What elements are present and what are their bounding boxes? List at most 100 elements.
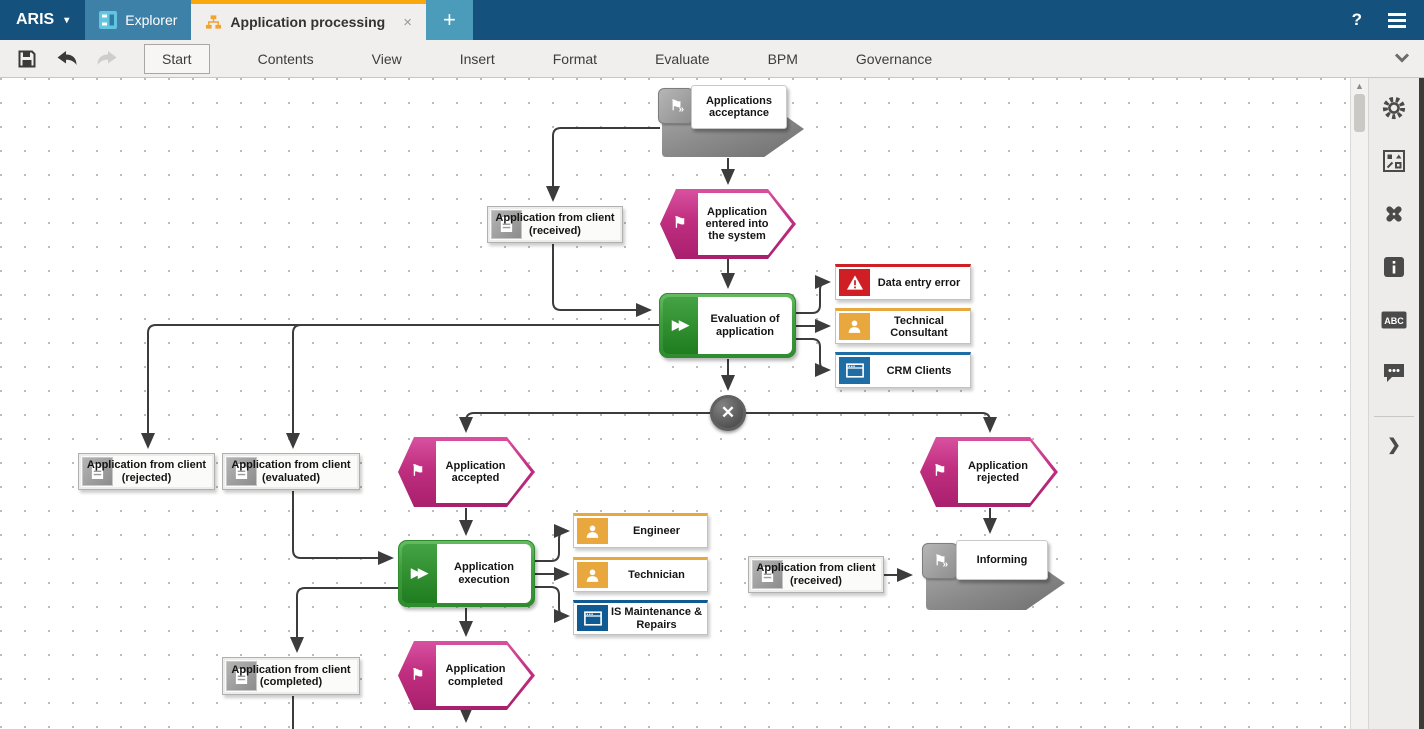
node-label: Data entry error — [877, 276, 961, 289]
node-label: Application from client (completed) — [231, 663, 351, 688]
node-label: Application from client (evaluated) — [231, 459, 351, 484]
node-document-application-from-client-rejected[interactable]: Application from client (rejected) — [78, 453, 215, 490]
document-icon — [82, 457, 113, 486]
node-event-application-rejected[interactable]: ⚑ Application rejected — [920, 437, 1058, 507]
node-document-application-from-client-completed[interactable]: Application from client (completed) — [222, 657, 360, 695]
hamburger-menu-icon[interactable] — [1388, 12, 1406, 28]
scrollbar-thumb[interactable] — [1354, 94, 1365, 132]
node-xor-connector[interactable]: ✕ — [710, 395, 746, 431]
flag-icon: ⚑ — [933, 462, 947, 480]
node-role-technician[interactable]: Technician — [573, 557, 708, 592]
node-label: Application from client (received) — [756, 562, 876, 587]
settings-icon[interactable] — [1376, 90, 1412, 126]
chevron-down-icon — [1394, 52, 1410, 63]
node-event-application-accepted[interactable]: ⚑ Application accepted — [398, 437, 535, 507]
flag-icon: ⚑ — [669, 97, 683, 114]
node-system-crm-clients[interactable]: CRM Clients — [835, 352, 971, 388]
menu-insert[interactable]: Insert — [459, 50, 495, 67]
save-button[interactable] — [14, 46, 40, 72]
flag-icon: ⚑ — [411, 462, 425, 480]
flag-icon: ⚑ — [411, 666, 425, 684]
help-button[interactable]: ? — [1351, 10, 1362, 29]
node-label: Application rejected — [958, 441, 1054, 503]
menu-evaluate[interactable]: Evaluate — [655, 50, 710, 67]
brand-label: ARIS — [16, 11, 55, 28]
document-icon — [491, 210, 522, 239]
chevron-down-icon: ▾ — [64, 14, 70, 26]
node-label: Applications acceptance — [691, 85, 787, 129]
spellcheck-icon[interactable]: ABC — [1376, 302, 1412, 338]
floppy-icon — [18, 50, 36, 67]
document-icon — [226, 661, 257, 691]
menu-bar: Start Contents View Insert Format Evalua… — [144, 43, 942, 74]
node-document-application-from-client-received[interactable]: Application from client (received) — [487, 206, 623, 243]
menu-bpm[interactable]: BPM — [767, 50, 798, 67]
menu-view[interactable]: View — [371, 50, 402, 67]
warning-icon — [839, 269, 870, 296]
function-icon: ▶▶ — [663, 297, 698, 354]
comments-icon[interactable] — [1376, 355, 1412, 391]
undo-button[interactable] — [54, 46, 80, 72]
header-bar: ARIS ▾ Explorer Application processing ×… — [0, 0, 1424, 40]
node-label: CRM Clients — [886, 364, 952, 377]
person-icon — [577, 562, 608, 588]
tab-application-processing[interactable]: Application processing × — [191, 0, 426, 40]
node-label: Technician — [628, 569, 685, 582]
header-actions: ? — [1352, 0, 1424, 40]
flag-icon: ⚑ — [933, 552, 947, 569]
org-chart-icon — [206, 15, 222, 29]
info-icon[interactable] — [1376, 249, 1412, 285]
menu-governance[interactable]: Governance — [855, 50, 933, 67]
symbols-icon[interactable] — [1376, 143, 1412, 179]
undo-icon — [57, 51, 77, 65]
tab-explorer[interactable]: Explorer — [85, 0, 192, 40]
node-process-interface-applications-acceptance[interactable]: ⚑» Applications acceptance — [658, 85, 805, 158]
aris-menu-button[interactable]: ARIS ▾ — [0, 0, 85, 40]
node-process-interface-informing[interactable]: ⚑» Informing — [920, 538, 1065, 610]
connector-layer — [141, 127, 997, 729]
vertical-scrollbar[interactable]: ▲ — [1350, 78, 1368, 729]
diagram-canvas[interactable]: ⚑» Applications acceptance Application f… — [0, 78, 1350, 729]
node-event-application-completed[interactable]: ⚑ Application completed — [398, 641, 535, 710]
node-event-application-entered[interactable]: ⚑ Application entered into the system — [660, 189, 796, 259]
explorer-icon — [99, 11, 118, 29]
node-role-technical-consultant[interactable]: Technical Consultant — [835, 308, 971, 344]
node-document-application-from-client-received-2[interactable]: Application from client (received) — [748, 556, 884, 593]
person-icon — [577, 518, 608, 544]
node-document-application-from-client-evaluated[interactable]: Application from client (evaluated) — [222, 453, 360, 490]
node-label: Evaluation of application — [698, 297, 792, 354]
node-label: Technical Consultant — [890, 314, 948, 339]
node-function-application-execution[interactable]: ▶▶ Application execution — [398, 540, 535, 607]
new-tab-button[interactable]: + — [425, 0, 473, 40]
process-interface-icon: ⚑» — [922, 543, 958, 579]
application-window-icon — [839, 357, 870, 384]
menu-contents[interactable]: Contents — [257, 50, 314, 67]
close-icon[interactable]: × — [403, 13, 412, 31]
spellcheck-label: ABC — [1384, 316, 1404, 326]
node-label: Application from client (rejected) — [86, 459, 207, 484]
node-label: Application from client (received) — [495, 212, 615, 237]
fragments-icon[interactable] — [1376, 196, 1412, 232]
scroll-up-icon[interactable]: ▲ — [1355, 81, 1364, 91]
toolbar: Start Contents View Insert Format Evalua… — [0, 40, 1424, 78]
node-label: Informing — [956, 540, 1048, 580]
menu-format[interactable]: Format — [552, 50, 598, 67]
node-function-evaluation-of-application[interactable]: ▶▶ Evaluation of application — [659, 293, 796, 358]
process-interface-icon: ⚑» — [658, 88, 694, 124]
redo-button[interactable] — [94, 46, 120, 72]
toolbar-expand-button[interactable] — [1394, 50, 1410, 68]
node-risk-data-entry-error[interactable]: Data entry error — [835, 264, 971, 300]
node-label: Application execution — [437, 544, 531, 603]
flag-icon: ⚑ — [673, 214, 687, 232]
function-icon: ▶▶ — [402, 544, 437, 603]
node-system-is-maintenance-repairs[interactable]: IS Maintenance & Repairs — [573, 600, 708, 635]
document-icon — [226, 457, 257, 486]
menu-start[interactable]: Start — [144, 43, 210, 74]
toolbar-icon-group — [0, 46, 132, 72]
collapse-panel-button[interactable]: ❯ — [1387, 437, 1401, 454]
right-sidebar: ABC ❯ — [1368, 78, 1419, 729]
xor-icon: ✕ — [720, 403, 736, 423]
node-role-engineer[interactable]: Engineer — [573, 513, 708, 548]
tab-label: Application processing — [230, 14, 386, 30]
